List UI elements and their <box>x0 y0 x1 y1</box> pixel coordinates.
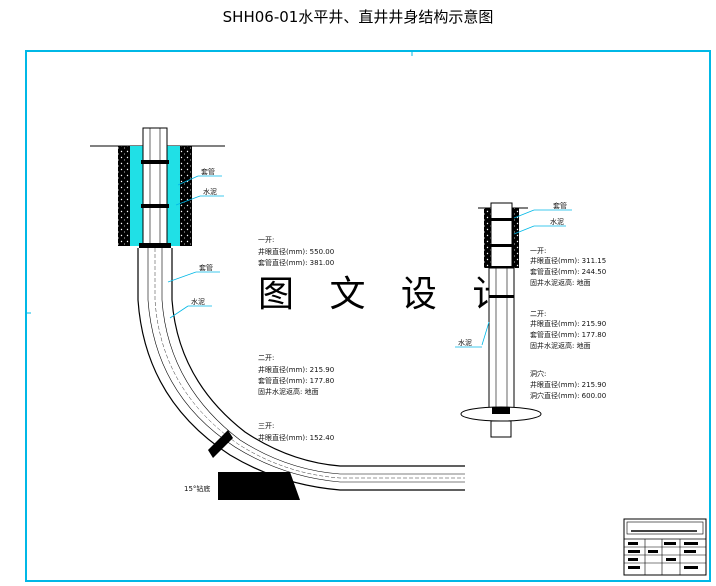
drawing-frame <box>25 50 711 582</box>
svg-text:井眼直径(mm): 215.90: 井眼直径(mm): 215.90 <box>258 365 334 374</box>
hole-wall-inner <box>171 248 465 467</box>
svg-text:洞穴直径(mm): 600.00: 洞穴直径(mm): 600.00 <box>530 391 606 400</box>
label-cement-v: 水泥 <box>550 217 564 226</box>
svg-text:三开:: 三开: <box>258 422 274 430</box>
v-spec-block-1: 一开: 井眼直径(mm): 311.15 套管直径(mm): 244.50 固井… <box>530 247 606 287</box>
spec-block-3: 三开: 井眼直径(mm): 152.40 <box>258 422 334 442</box>
watermark-text: 图 文 设 计 <box>258 274 520 315</box>
svg-text:二开:: 二开: <box>258 354 274 362</box>
svg-text:井眼直径(mm): 215.90: 井眼直径(mm): 215.90 <box>530 319 606 328</box>
rock-wall-left <box>118 146 130 246</box>
page-title: SHH06-01水平井、直井井身结构示意图 <box>222 8 494 26</box>
cement-right <box>167 146 180 246</box>
svg-text:固井水泥返高: 地面: 固井水泥返高: 地面 <box>258 387 319 396</box>
label-casing-top: 套管 <box>201 167 215 176</box>
rock-wall-left-v <box>484 208 491 268</box>
svg-text:井眼直径(mm): 311.15: 井眼直径(mm): 311.15 <box>530 256 606 265</box>
svg-text:井眼直径(mm): 152.40: 井眼直径(mm): 152.40 <box>258 433 334 442</box>
svg-text:井眼直径(mm): 550.00: 井眼直径(mm): 550.00 <box>258 247 334 256</box>
bottom-label: 15°钻底 <box>184 484 210 493</box>
svg-text:二开:: 二开: <box>530 310 546 318</box>
label-casing-mid: 套管 <box>199 263 213 272</box>
svg-text:一开:: 一开: <box>258 236 274 244</box>
label-casing-v: 套管 <box>553 201 567 210</box>
svg-text:固井水泥返高: 地面: 固井水泥返高: 地面 <box>530 278 591 287</box>
label-cement-top: 水泥 <box>203 187 217 196</box>
svg-text:套管直径(mm): 244.50: 套管直径(mm): 244.50 <box>530 267 606 276</box>
rock-wall-right <box>180 146 192 246</box>
v-spec-block-3: 洞穴: 井眼直径(mm): 215.90 洞穴直径(mm): 600.00 <box>530 369 606 400</box>
conductor-pipe <box>142 127 168 247</box>
spec-block-2: 二开: 井眼直径(mm): 215.90 套管直径(mm): 177.80 固井… <box>258 354 334 396</box>
surface-casing-v <box>490 202 513 269</box>
cement-left <box>130 146 143 246</box>
svg-text:洞穴:: 洞穴: <box>530 369 546 378</box>
hole-wall-outer <box>137 248 465 491</box>
rathole <box>490 420 512 438</box>
label-cement-low-v: 水泥 <box>458 338 472 347</box>
svg-text:固井水泥返高: 地面: 固井水泥返高: 地面 <box>530 341 591 350</box>
svg-text:井眼直径(mm): 215.90: 井眼直径(mm): 215.90 <box>530 380 606 389</box>
production-casing-v <box>488 267 515 412</box>
rock-wall-right-v <box>512 208 519 268</box>
casing-shoe <box>208 430 233 458</box>
spec-block-1: 一开: 井眼直径(mm): 550.00 套管直径(mm): 381.00 <box>258 236 334 267</box>
label-cement-mid: 水泥 <box>191 297 205 306</box>
vertical-well: 套管 水泥 水泥 一开: 井眼直径(mm): 311.15 套管直径(mm): … <box>455 201 606 438</box>
svg-text:一开:: 一开: <box>530 247 546 255</box>
horizontal-well: 套管 水泥 套管 水泥 15°钻底 一开: 井眼直径(mm): 550.00 套… <box>90 127 465 500</box>
v-spec-block-2: 二开: 井眼直径(mm): 215.90 套管直径(mm): 177.80 固井… <box>530 310 606 350</box>
svg-text:套管直径(mm): 381.00: 套管直径(mm): 381.00 <box>258 258 334 267</box>
formation-block <box>218 472 300 500</box>
title-block <box>623 518 707 576</box>
svg-text:套管直径(mm): 177.80: 套管直径(mm): 177.80 <box>530 330 606 339</box>
svg-text:套管直径(mm): 177.80: 套管直径(mm): 177.80 <box>258 376 334 385</box>
